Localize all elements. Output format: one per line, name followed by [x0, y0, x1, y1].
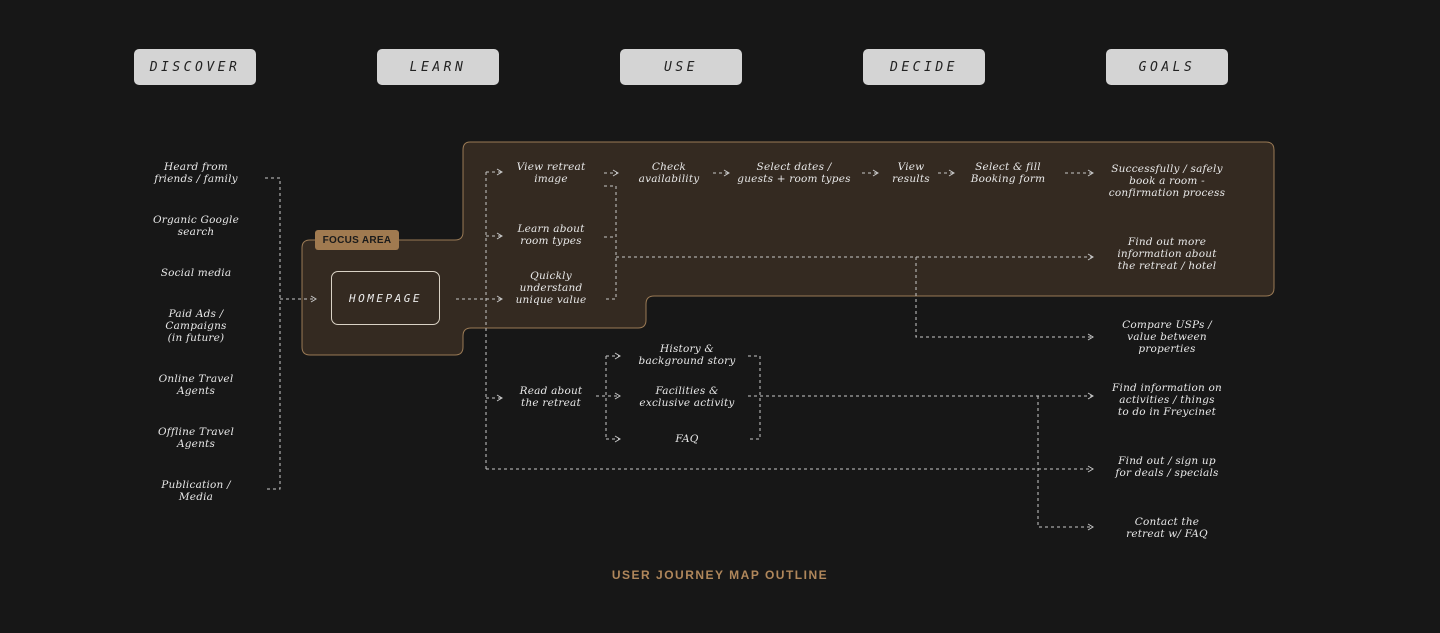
stage-discover[interactable]: DISCOVER [134, 49, 256, 85]
source-offline-travel-agents: Offline Travel Agents [158, 426, 234, 450]
step-select-dates: Select dates / guests + room types [737, 161, 851, 185]
stage-learn[interactable]: LEARN [377, 49, 499, 85]
about-history: History & background story [638, 343, 736, 367]
stage-goals[interactable]: GOALS [1106, 49, 1228, 85]
about-facilities: Facilities & exclusive activity [639, 385, 735, 409]
goal-activities: Find information on activities / things … [1112, 382, 1222, 418]
homepage-node[interactable]: HOMEPAGE [331, 271, 440, 325]
learn-room-types: Learn about room types [517, 223, 585, 247]
goal-compare-usps: Compare USPs / value between properties [1122, 319, 1212, 355]
step-check-availability: Check availability [638, 161, 700, 185]
goal-more-info: Find out more information about the retr… [1117, 236, 1217, 272]
goal-deals: Find out / sign up for deals / specials [1115, 455, 1219, 479]
goal-contact: Contact the retreat w/ FAQ [1126, 516, 1208, 540]
source-online-travel-agents: Online Travel Agents [158, 373, 234, 397]
source-publication-media: Publication / Media [161, 479, 231, 503]
source-paid-ads: Paid Ads / Campaigns (in future) [165, 308, 227, 344]
stage-use[interactable]: USE [620, 49, 742, 85]
learn-unique-value: Quickly understand unique value [515, 270, 587, 306]
step-view-results: View results [892, 161, 930, 185]
source-social-media: Social media [160, 267, 232, 279]
learn-view-image: View retreat image [516, 161, 586, 185]
learn-read-about: Read about the retreat [519, 385, 583, 409]
focus-area-region [301, 141, 1275, 356]
source-friends-family: Heard from friends / family [154, 161, 238, 185]
stage-decide[interactable]: DECIDE [863, 49, 985, 85]
about-faq: FAQ [675, 433, 699, 445]
diagram-title: USER JOURNEY MAP OUTLINE [611, 568, 829, 582]
focus-area-tag: FOCUS AREA [315, 230, 399, 250]
goal-book-room: Successfully / safely book a room - conf… [1108, 163, 1226, 199]
source-organic-search: Organic Google search [152, 214, 240, 238]
step-booking-form: Select & fill Booking form [970, 161, 1046, 185]
